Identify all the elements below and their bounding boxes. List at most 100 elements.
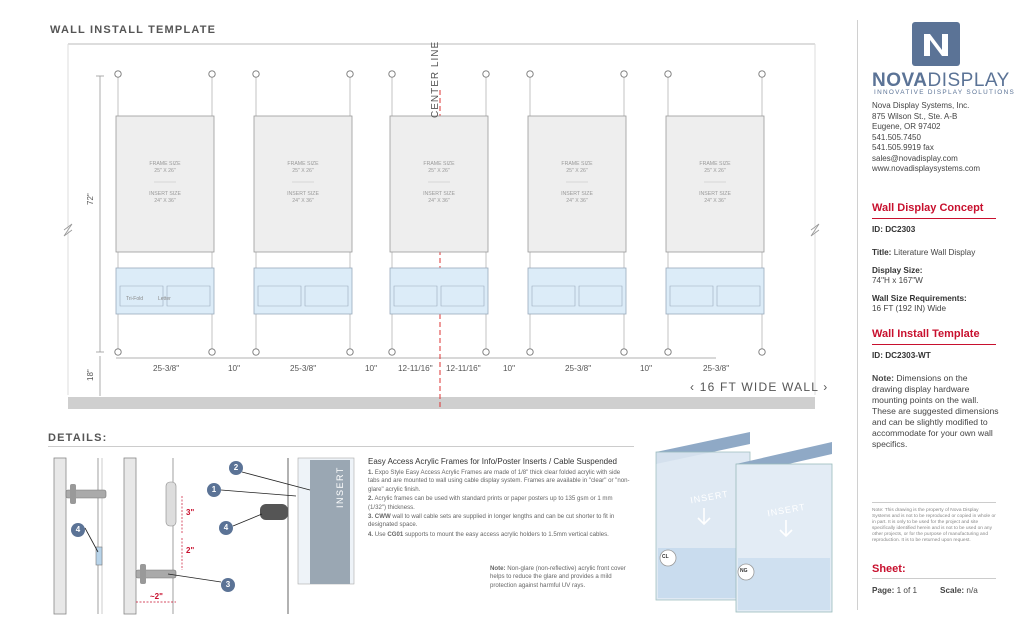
panel-divider (857, 20, 858, 610)
mounting-point (114, 70, 122, 78)
page-title: WALL INSTALL TEMPLATE (50, 24, 217, 36)
frame-size-label: 25" X 26" (428, 168, 450, 174)
wall-size-requirements: Wall Size Requirements:16 FT (192 IN) Wi… (872, 294, 967, 313)
mounting-point (346, 348, 354, 356)
product-render (655, 432, 833, 613)
dim-label: 10" (228, 364, 241, 373)
mounting-point (664, 348, 672, 356)
concept-title: Title: Literature Wall Display (872, 248, 976, 257)
frame-size-label: 24" X 36" (704, 198, 726, 204)
wall-width-label: ‹ 16 FT WIDE WALL › (690, 380, 828, 394)
mounting-point (526, 348, 534, 356)
fineprint-rule (872, 502, 996, 503)
details-body: 1. Expo Style Easy Access Acrylic Frames… (368, 469, 630, 540)
logo-tagline: INNOVATIVE DISPLAY SOLUTIONS (874, 89, 1016, 96)
concept-id: ID: DC2303 (872, 225, 916, 234)
frame-size-label: INSERT SIZE (149, 191, 181, 197)
insert-label: INSERT (335, 466, 345, 508)
details-title: DETAILS: (48, 432, 108, 444)
frame-size-label: 25" X 26" (154, 168, 176, 174)
brochure-pocket (665, 267, 765, 315)
poster-frame (115, 115, 215, 253)
poster-frame (389, 115, 489, 253)
mounting-point (346, 70, 354, 78)
mounting-point (526, 70, 534, 78)
mounting-point (482, 348, 490, 356)
center-line-label: CENTER LINE (430, 40, 441, 118)
frame-size-label: FRAME SIZE (699, 161, 731, 167)
mounting-point (758, 348, 766, 356)
template-rule (872, 344, 996, 345)
dim-approx-2-label: ~2" (150, 592, 163, 601)
height-dimension: 72" (86, 193, 95, 205)
mounting-point (758, 70, 766, 78)
logo-icon (912, 22, 960, 66)
details-divider (48, 446, 634, 447)
details-heading: Easy Access Acrylic Frames for Info/Post… (368, 457, 617, 466)
callout-number: 3 (225, 580, 231, 589)
fineprint: Note: This drawing is the property of No… (872, 508, 996, 543)
frame-size-label: 25" X 26" (566, 168, 588, 174)
template-id: ID: DC2303-WT (872, 351, 931, 360)
detail-item: 3. CWW wall to wall cable sets are suppl… (368, 513, 615, 529)
dim-label: 10" (365, 364, 378, 373)
frame-size-label: 24" X 36" (566, 198, 588, 204)
template-note: Note: Dimensions on the drawing display … (872, 373, 999, 449)
logo-wordmark: NOVADISPLAY (872, 70, 1010, 91)
display-size: Display Size:74"H x 167"W (872, 266, 923, 285)
bottom-dimension: 18" (86, 369, 95, 381)
frame-size-label: INSERT SIZE (287, 191, 319, 197)
dim-label: 25-3/8" (703, 364, 730, 373)
dim-3-label: 3" (186, 508, 195, 517)
poster-frame (253, 115, 353, 253)
detail-item: 1. Expo Style Easy Access Acrylic Frames… (368, 469, 630, 493)
dim-label: 25-3/8" (153, 364, 180, 373)
frame-size-label: 24" X 36" (154, 198, 176, 204)
badge-ng (737, 563, 755, 581)
wall-elevation-drawing (63, 43, 820, 410)
mounting-point (388, 70, 396, 78)
mounting-point (114, 348, 122, 356)
concept-heading: Wall Display Concept (872, 202, 984, 214)
callout-number: 1 (211, 485, 217, 494)
frame-size-label: FRAME SIZE (287, 161, 319, 167)
frame-size-label: 25" X 26" (292, 168, 314, 174)
mounting-point (252, 348, 260, 356)
mounting-point (208, 348, 216, 356)
arrow-down-icon (697, 508, 711, 526)
sheet-rule (872, 578, 996, 579)
brochure-pocket (527, 267, 627, 315)
brochure-pocket (389, 267, 489, 315)
badge-cl-label: CL (662, 554, 669, 560)
mounting-point (388, 348, 396, 356)
company-address: Nova Display Systems, Inc. 875 Wilson St… (872, 101, 981, 173)
template-heading: Wall Install Template (872, 328, 980, 340)
dim-label: 12-11/16" (398, 364, 433, 373)
dim-label: 25-3/8" (290, 364, 317, 373)
callout-number: 2 (233, 463, 239, 472)
callout-number: 4 (75, 525, 81, 534)
brochure-pocket (115, 267, 215, 315)
callout-number: 4 (223, 523, 229, 532)
poster-frame (665, 115, 765, 253)
frame-size-label: 25" X 26" (704, 168, 726, 174)
scale: Scale: n/a (940, 586, 978, 595)
arrow-down-icon (779, 520, 793, 538)
wall-width-text: 16 FT WIDE WALL (699, 380, 819, 394)
center-line-label-wrap: CENTER LINE (420, 38, 460, 128)
details-note: Note: Non-glare (non-reflective) acrylic… (490, 565, 626, 589)
sheet-heading: Sheet: (872, 563, 906, 575)
mounting-point (482, 70, 490, 78)
pocket-label: Tri-Fold (126, 296, 144, 302)
frame-size-label: FRAME SIZE (149, 161, 181, 167)
badge-ng-label: NG (740, 568, 748, 574)
frame-size-label: INSERT SIZE (561, 191, 593, 197)
hardware-detail-illustration (53, 457, 355, 615)
dim-label: 12-11/16" (446, 364, 481, 373)
detail-item: 2. Acrylic frames can be used with stand… (368, 495, 613, 511)
concept-rule (872, 218, 996, 219)
mounting-point (252, 70, 260, 78)
frame-size-label: FRAME SIZE (561, 161, 593, 167)
frame-size-label: 24" X 36" (292, 198, 314, 204)
dim-label: 25-3/8" (565, 364, 592, 373)
